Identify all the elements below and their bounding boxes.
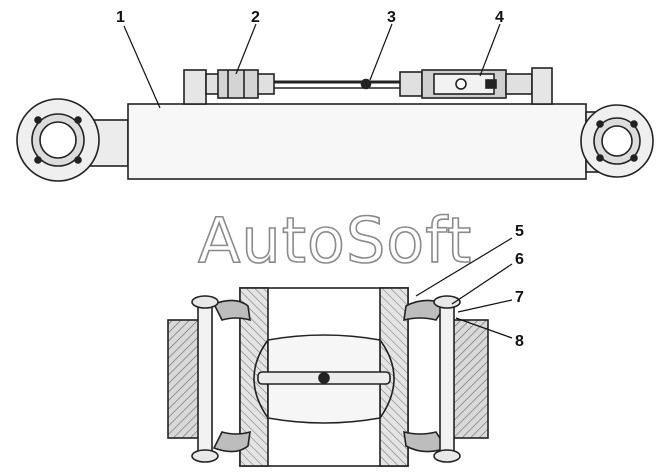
left-eye-mount — [16, 98, 129, 182]
callout-2: 2 — [251, 9, 260, 26]
callout-5: 5 — [515, 223, 524, 240]
watermark-text: AutoSoft — [198, 204, 472, 277]
callout-6: 6 — [515, 251, 524, 268]
right-eye-mount — [580, 104, 654, 178]
section-bolts — [191, 295, 461, 463]
callout-8: 8 — [515, 333, 524, 350]
cylinder-assembly — [16, 67, 654, 182]
callout-4: 4 — [495, 9, 504, 26]
callout-7: 7 — [515, 289, 524, 306]
callout-3: 3 — [387, 9, 396, 26]
callout-leaders — [123, 23, 513, 339]
cylinder-barrel — [127, 103, 587, 180]
external-pipe-line — [183, 67, 553, 105]
callout-1: 1 — [116, 9, 125, 26]
cylinder-section-view — [167, 287, 489, 467]
